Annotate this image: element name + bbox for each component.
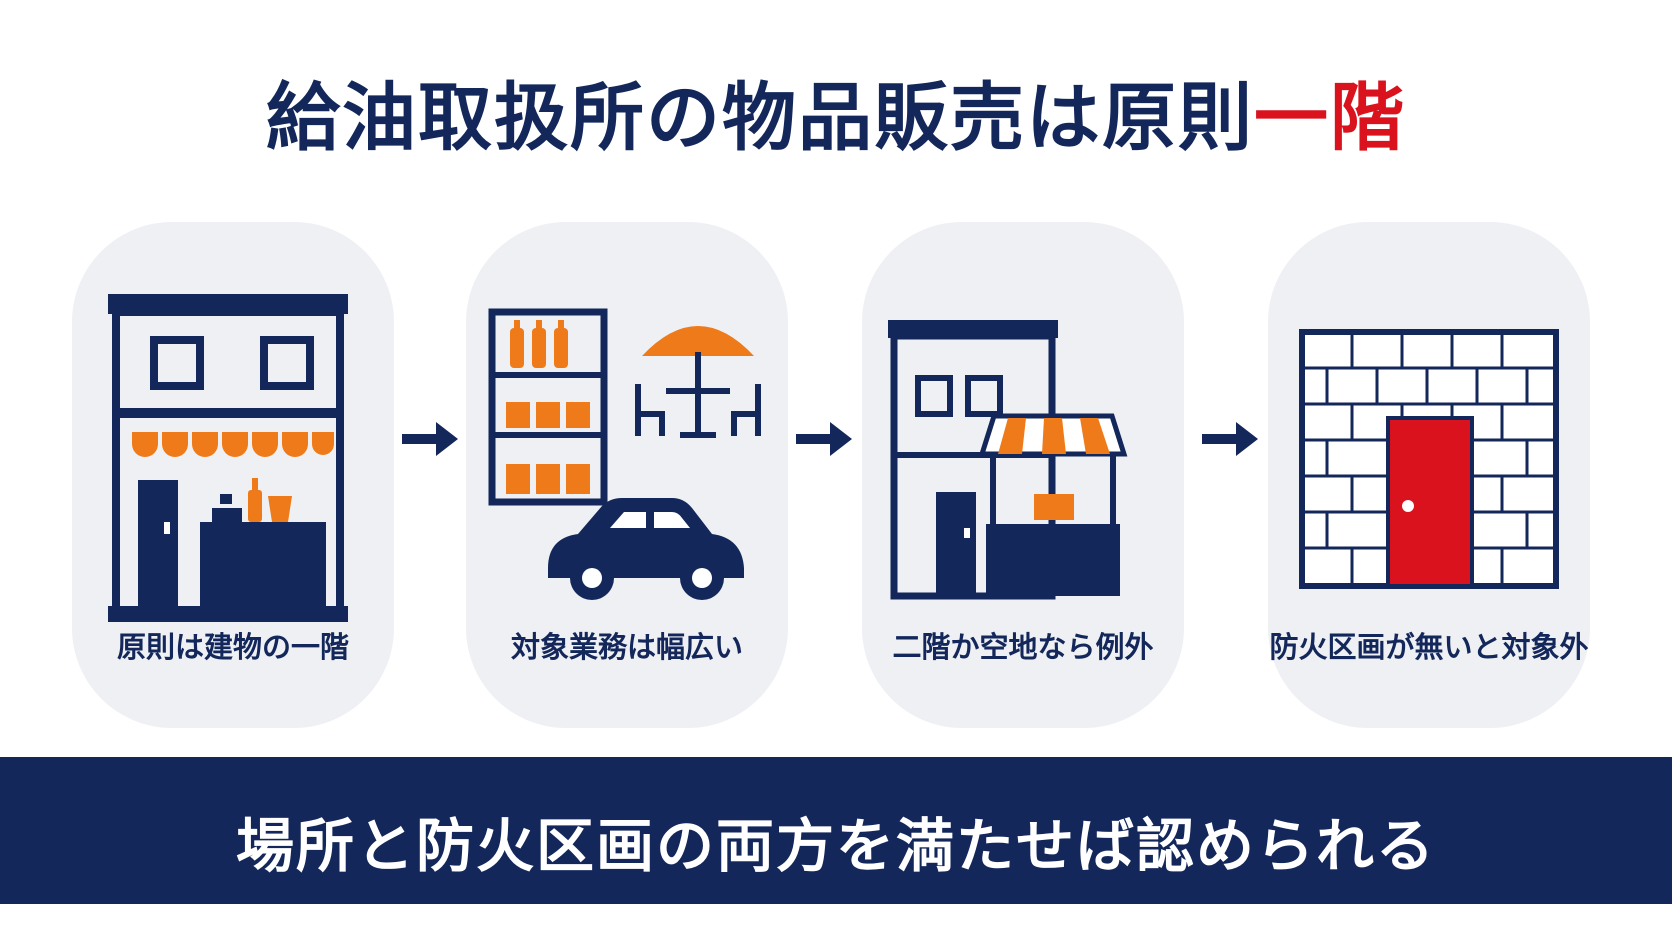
step-card-3: 二階か空地なら例外	[862, 222, 1184, 728]
step-card-4: 防火区画が無いと対象外	[1268, 222, 1590, 728]
summary-banner: 場所と防火区画の両方を満たせば認められる	[0, 757, 1672, 904]
step-card-2: 対象業務は幅広い	[466, 222, 788, 728]
step-label-1: 原則は建物の一階	[116, 630, 349, 664]
building-kiosk-icon	[888, 320, 1128, 600]
shelf-cafe-car-icon	[488, 308, 761, 600]
step-label-4: 防火区画が無いと対象外	[1269, 630, 1589, 664]
page-title: 給油取扱所の物品販売は原則一階	[0, 58, 1672, 165]
firewall-door-icon	[1299, 329, 1559, 589]
step-card-1: 原則は建物の一階	[72, 222, 394, 728]
arrow-right-icon	[796, 422, 852, 456]
arrow-right-icon	[402, 422, 458, 456]
step-label-3: 二階か空地なら例外	[892, 630, 1154, 664]
summary-text: 場所と防火区画の両方を満たせば認められる	[235, 812, 1436, 880]
shop-building-icon	[108, 294, 348, 622]
step-label-2: 対象業務は幅広い	[510, 630, 743, 664]
title-main: 給油取扱所の物品販売は原則	[266, 75, 1254, 161]
arrow-right-icon	[1202, 422, 1258, 456]
title-accent: 一階	[1254, 75, 1406, 161]
